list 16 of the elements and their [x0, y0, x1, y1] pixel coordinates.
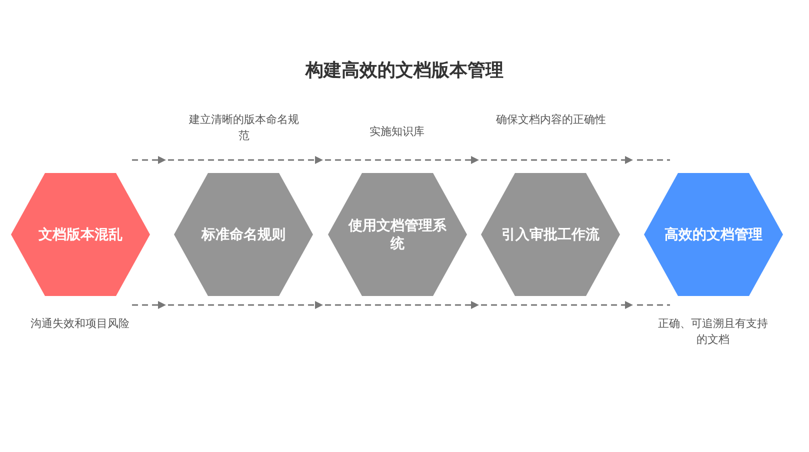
- hexagon-step: [11, 173, 150, 296]
- hexagon-step: [174, 173, 313, 296]
- note-text: 沟通失效和项目风险: [30, 316, 130, 332]
- hexagon-step: [481, 173, 620, 296]
- step-label: 引入审批工作流: [502, 226, 600, 244]
- note-text: 确保文档内容的正确性: [495, 112, 607, 128]
- step-label: 标准命名规则: [202, 226, 286, 244]
- note-text: 正确、可追溯且有支持的文档: [657, 316, 769, 348]
- step-label: 使用文档管理系统: [347, 216, 448, 252]
- note-text: 建立清晰的版本命名规范: [188, 112, 300, 144]
- step-label: 文档版本混乱: [38, 226, 122, 244]
- title: 构建高效的文档版本管理: [304, 59, 504, 82]
- hexagon-step: [328, 173, 467, 296]
- note-text: 实施知识库: [368, 124, 426, 140]
- step-label: 高效的文档管理: [664, 226, 762, 244]
- hexagon-step: [644, 173, 783, 296]
